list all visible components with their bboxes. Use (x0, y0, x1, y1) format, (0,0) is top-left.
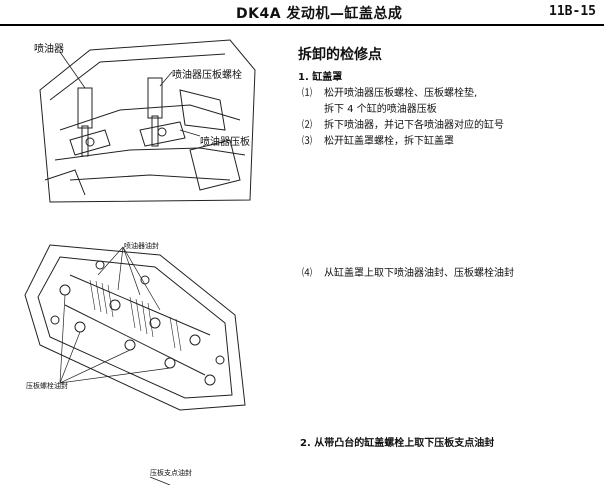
step-number: ⑷ (302, 268, 312, 279)
injector-clamp-label: 喷油器压板 (200, 137, 250, 148)
subheading-pivot-seal: 2. 从带凸台的缸盖螺栓上取下压板支点油封 (300, 438, 495, 449)
step-1: ⑴ 松开喷油器压板螺栓、压板螺栓垫, (302, 84, 477, 99)
step-text: 拆下 4 个缸的喷油器压板 (324, 104, 437, 115)
section-heading: 拆卸的检修点 (298, 47, 382, 63)
step-text: 松开喷油器压板螺栓、压板螺栓垫, (324, 88, 478, 99)
step-number: ⑶ (302, 136, 312, 147)
clamp-pivot-seal-illustration (149, 477, 171, 485)
subheading-cylinder-cover: 1. 缸盖罩 (298, 72, 343, 83)
page-header: DK4A 发动机—缸盖总成 11B-15 (0, 0, 604, 26)
step-text: 从缸盖罩上取下喷油器油封、压板螺栓油封 (324, 268, 514, 279)
step-text: 拆下喷油器，并记下各喷油器对应的缸号 (324, 120, 504, 131)
clamp-bolt-seal-label: 压板螺栓油封 (26, 382, 68, 390)
page-number: 11B-15 (549, 4, 596, 19)
step-2: ⑵ 拆下喷油器，并记下各喷油器对应的缸号 (302, 116, 504, 131)
cylinder-head-cover-illustration (24, 244, 246, 411)
page-title: DK4A 发动机—缸盖总成 (236, 6, 403, 22)
step-number: ⑵ (302, 120, 312, 131)
injector-label: 喷油器 (34, 44, 64, 55)
injector-seal-label: 喷油器油封 (124, 242, 159, 250)
step-number: ⑴ (302, 88, 312, 99)
clamp-pivot-seal-label: 压板支点油封 (150, 469, 192, 477)
injector-clamp-bolt-label: 喷油器压板螺栓 (172, 70, 242, 81)
step-4: ⑷ 从缸盖罩上取下喷油器油封、压板螺栓油封 (302, 264, 514, 279)
step-text: 松开缸盖罩螺栓，拆下缸盖罩 (324, 136, 454, 147)
step-3: ⑶ 松开缸盖罩螺栓，拆下缸盖罩 (302, 132, 454, 147)
injector-assembly-illustration (39, 39, 256, 203)
step-1-continued: 拆下 4 个缸的喷油器压板 (324, 100, 437, 115)
